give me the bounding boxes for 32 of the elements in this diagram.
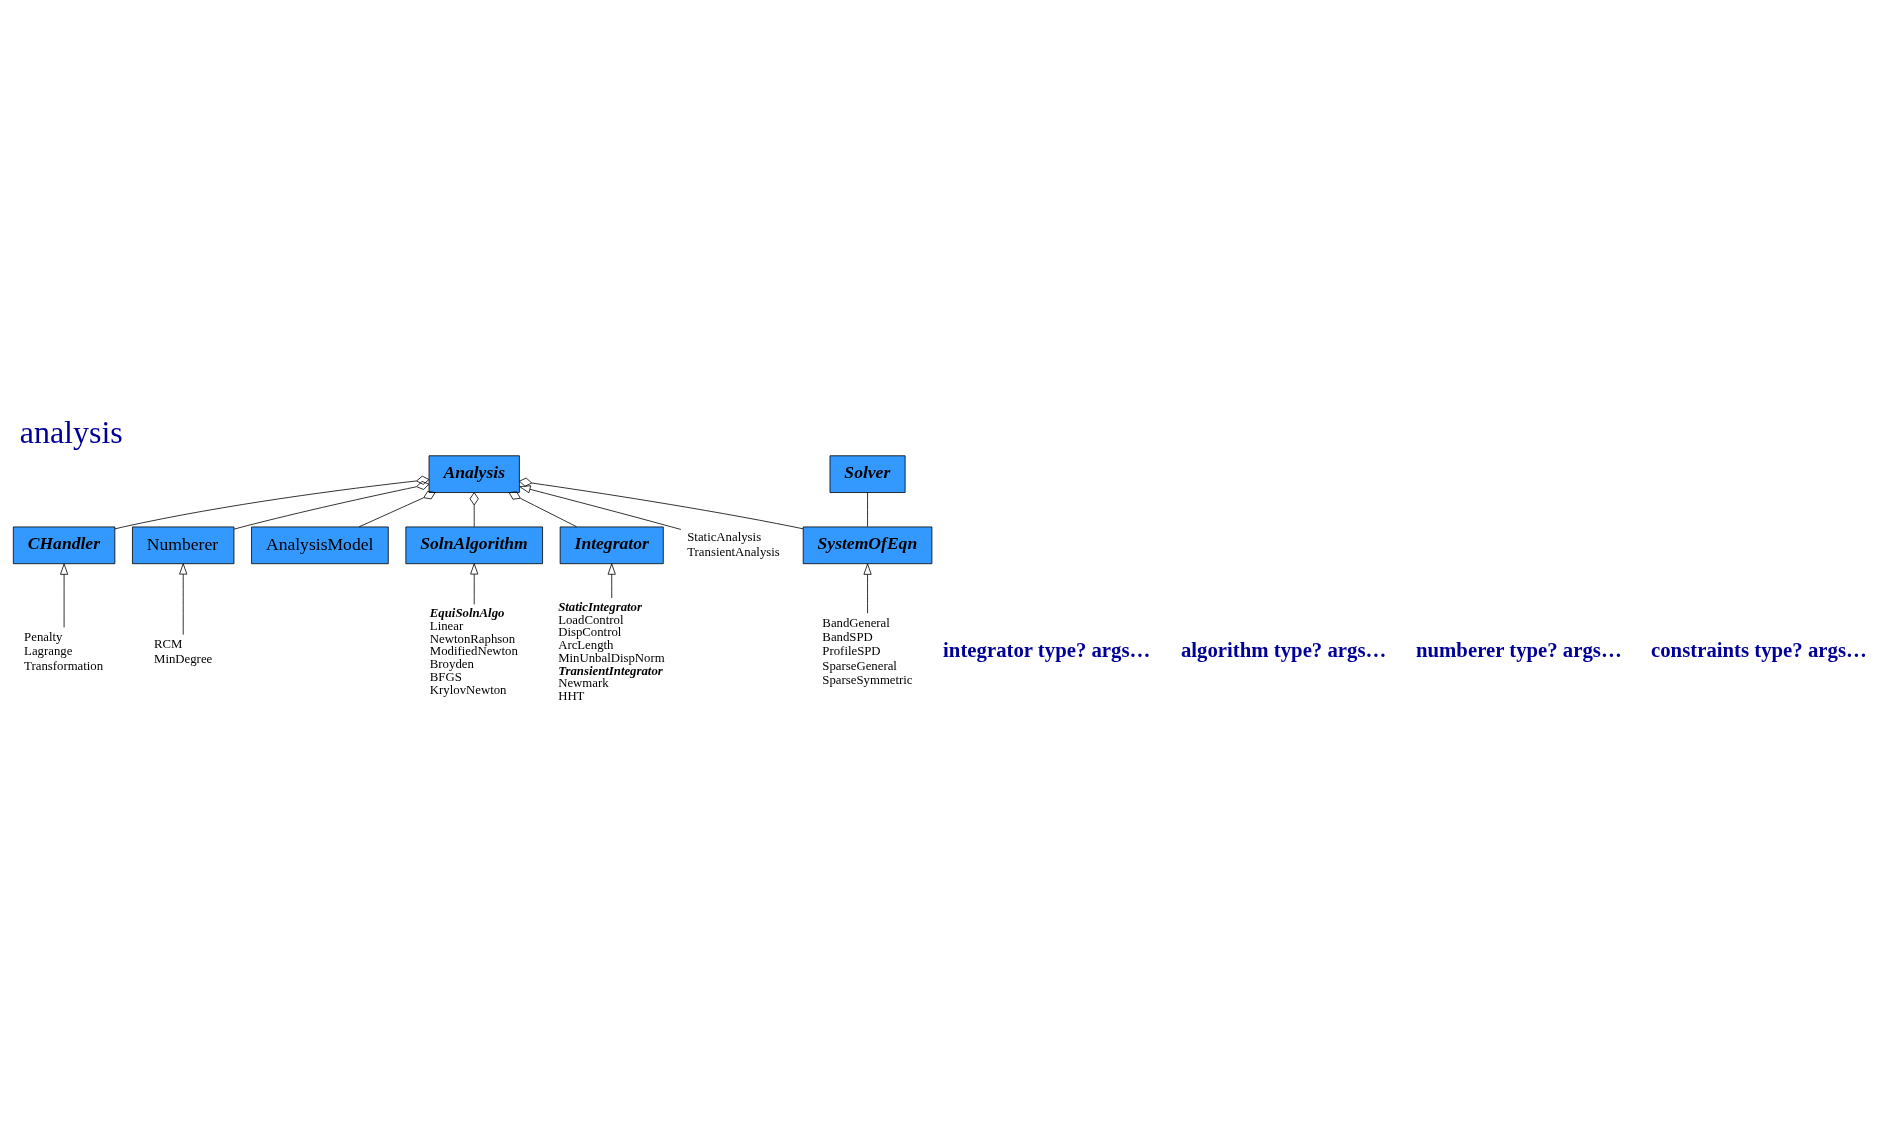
arrow (60, 563, 69, 628)
connector (508, 491, 578, 528)
arrow (179, 563, 188, 636)
node-text: Penalty Lagrange Transformation (24, 630, 104, 673)
node-text: StaticAnalysis TransientAnalysis (687, 530, 780, 559)
node-box: Integrator (559, 526, 664, 565)
connector (469, 492, 479, 527)
arrow (470, 563, 479, 605)
node-box: SystemOfEqn (802, 526, 933, 565)
connector (114, 475, 430, 530)
node-box: AnalysisModel (251, 526, 389, 565)
arrow (519, 485, 682, 530)
node-box: Numberer (132, 526, 235, 565)
label: integrator type? args… (943, 637, 1151, 661)
node-box: CHandler (12, 526, 116, 565)
connector (867, 492, 868, 527)
arrow (863, 563, 872, 614)
node-box: SolnAlgorithm (405, 526, 543, 565)
node-box: Solver (829, 455, 906, 493)
node-box: Analysis (428, 455, 520, 493)
diagram-title: analysis (19, 414, 123, 450)
connector (358, 490, 436, 528)
node-text: EquiSolnAlgo Linear NewtonRaphson ModifiedNewton Broyden BFGS KrylovNewton (429, 606, 518, 697)
arrow (607, 563, 616, 599)
node-text: StaticIntegrator LoadControl DispControl ArcLength MinUnbalDispNorm TransientIntegrator Newmark HHT (558, 599, 665, 704)
label: algorithm type? args… (1180, 637, 1387, 661)
connector (519, 477, 804, 530)
connector (233, 480, 430, 530)
node-text: BandGeneral BandSPD ProfileSPD SparseGeneral SparseSymmetric (822, 615, 913, 688)
label: numberer type? args… (1415, 637, 1622, 661)
label: constraints type? args… (1651, 637, 1867, 661)
node-text: RCM MinDegree (154, 637, 213, 666)
